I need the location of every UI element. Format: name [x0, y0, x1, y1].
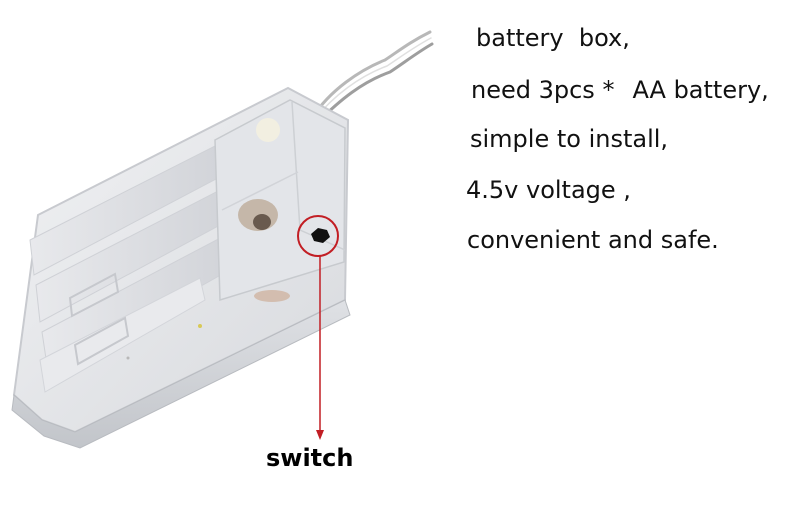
feature-line-voltage: 4.5v voltage , — [466, 176, 631, 204]
battery-type-text: AA battery, — [632, 76, 769, 104]
feature-line-install: simple to install, — [470, 125, 669, 153]
switch-label: switch — [266, 444, 354, 472]
battery-count-text: need 3pcs * — [471, 76, 615, 104]
switch-knob — [311, 228, 330, 243]
feature-line-safety: convenient and safe. — [467, 226, 719, 254]
switch-indicator — [297, 215, 339, 440]
lead-wires — [310, 30, 434, 124]
feature-line-battery-box: battery box, — [476, 24, 630, 52]
feature-line-battery-count: need 3pcs * AA battery, — [471, 78, 769, 102]
battery-box-casing — [11, 86, 351, 449]
